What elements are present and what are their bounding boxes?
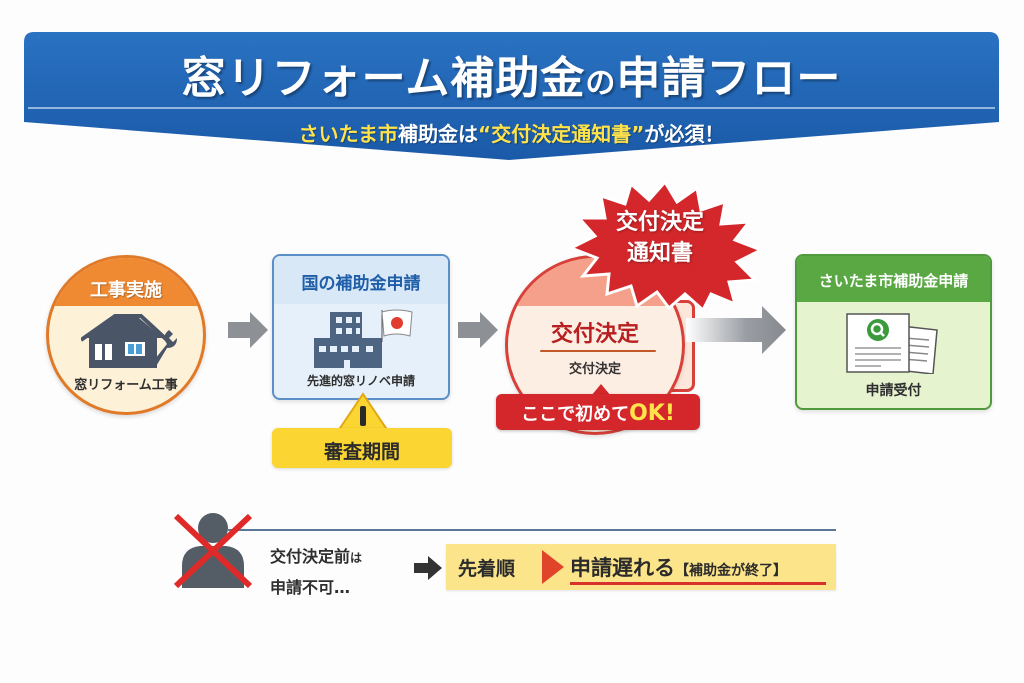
ok-badge-ok: OK! (629, 401, 675, 426)
house-wrench-icon (81, 314, 177, 368)
arrow-right-icon (414, 556, 442, 580)
cannot-line2: 申請不可… (270, 578, 351, 597)
burst-line2: 通知書 (626, 241, 693, 266)
subtitle-city: さいたま市 (298, 122, 399, 146)
subtitle: さいたま市補助金は“交付決定通知書”が必須！ (24, 118, 999, 147)
title-part2: 申請フロー (616, 53, 842, 104)
step-header: さいたま市補助金申請 (797, 256, 990, 302)
cannot-apply-text: 交付決定前は 申請不可… (270, 542, 362, 603)
cannot-line1-suffix: は (350, 551, 363, 565)
divider-line (228, 529, 836, 531)
decision-sub-label: 交付決定 (568, 362, 621, 377)
decision-divider (540, 350, 656, 352)
decision-main-label: 交付決定 (550, 322, 639, 347)
step-city-application: さいたま市補助金申請 申請受付 (795, 254, 992, 410)
building-japan-flag-icon (314, 309, 413, 368)
header-banner: 窓リフォーム補助金の申請フロー さいたま市補助金は“交付決定通知書”が必須！ (24, 32, 999, 160)
cannot-line1: 交付決定前 (270, 547, 351, 566)
document-search-icon (846, 313, 938, 374)
step-header: 国の補助金申請 (274, 256, 448, 304)
triangle-right-icon (542, 550, 564, 584)
step-label: 申請受付 (865, 383, 922, 399)
notice-burst-text: 交付決定 通知書 (590, 207, 730, 269)
arrow-right-icon (458, 312, 498, 348)
badge-pointer (591, 384, 611, 396)
ok-badge-prefix: ここで初めて (521, 404, 630, 425)
step-header: 工事実施 (49, 258, 203, 306)
title-part1: 窓リフォーム補助金 (181, 53, 586, 104)
subtitle-text: 補助金は (398, 122, 479, 146)
subtitle-required: が必須！ (644, 122, 725, 146)
result-bar: 先着順 申請遅れる【補助金が終了】 (446, 544, 836, 590)
late-application-text: 申請遅れる【補助金が終了】 (570, 552, 787, 582)
banner-shape (24, 32, 999, 160)
step-national-application: 国の補助金申請 先進的窓リノベ申請 (272, 254, 450, 400)
notice-burst-icon (567, 180, 765, 310)
first-come-label: 先着順 (458, 558, 516, 580)
grant-ended-note: 【補助金が終了】 (675, 563, 787, 579)
title-particle: の (585, 66, 617, 101)
red-underline (570, 582, 826, 585)
step-construction: 工事実施 窓リフォーム工事 (46, 255, 206, 415)
subtitle-notice: “交付決定通知書” (478, 122, 645, 146)
review-period-badge: 審査期間 (272, 428, 452, 468)
page-title: 窓リフォーム補助金の申請フロー (24, 42, 999, 106)
step-label: 窓リフォーム工事 (74, 378, 178, 393)
arrow-right-icon (686, 306, 786, 354)
ok-badge: ここで初めてOK! (496, 394, 700, 430)
burst-line1: 交付決定 (615, 210, 704, 235)
arrow-right-icon (228, 312, 268, 348)
late-label: 申請遅れる (570, 556, 675, 580)
person-prohibited-icon (173, 513, 253, 589)
step-label: 先進的窓リノベ申請 (306, 374, 415, 388)
